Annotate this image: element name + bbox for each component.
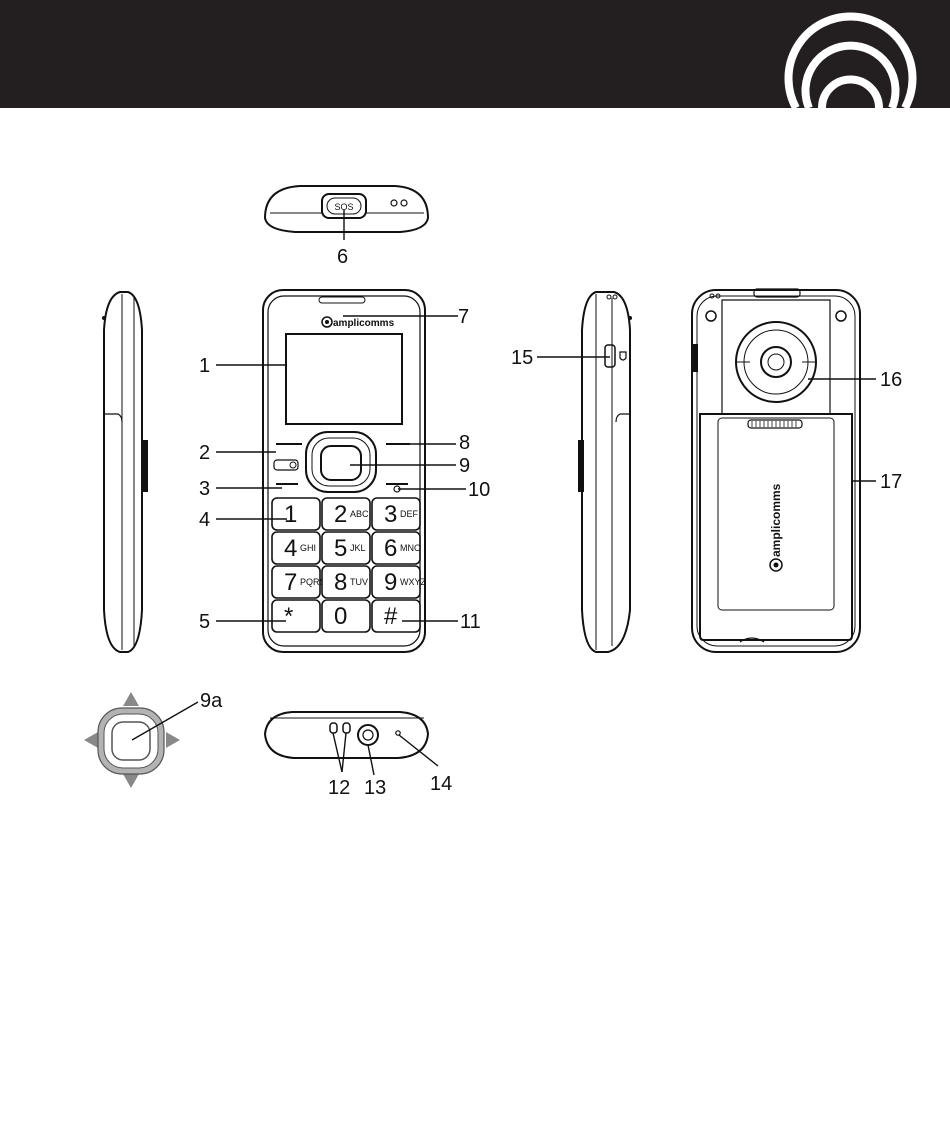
callout-12: 12 bbox=[328, 777, 350, 799]
callout-9a: 9a bbox=[200, 690, 223, 712]
navigation-ring bbox=[306, 432, 376, 492]
keypad-key-digit: 9 bbox=[384, 569, 397, 596]
callout-9: 9 bbox=[459, 455, 470, 477]
keypad-key-digit: 2 bbox=[334, 501, 347, 528]
display-screen bbox=[286, 334, 402, 424]
charging-socket bbox=[605, 345, 615, 367]
keypad-key-letters: MNO bbox=[400, 543, 421, 553]
ok-button bbox=[321, 446, 361, 480]
keypad-key-digit: 0 bbox=[334, 603, 347, 630]
keypad-key-digit: * bbox=[284, 603, 293, 630]
front-brand-text: amplicomms bbox=[333, 318, 395, 329]
keypad-key: 0 bbox=[322, 600, 370, 632]
callout-lines bbox=[132, 316, 876, 775]
lanyard-eyelet-right bbox=[343, 723, 350, 733]
callout-7: 7 bbox=[458, 306, 469, 328]
keypad-key-digit: 5 bbox=[334, 535, 347, 562]
callout-8: 8 bbox=[459, 432, 470, 454]
right-side-view bbox=[578, 292, 632, 652]
callout-17: 17 bbox=[880, 471, 902, 493]
keypad-key-digit: 4 bbox=[284, 535, 297, 562]
keypad-key-letters: WXYZ bbox=[400, 577, 427, 587]
logo-rings-icon bbox=[788, 16, 912, 108]
keypad-key-digit: 1 bbox=[284, 501, 297, 528]
keypad-key-digit: 6 bbox=[384, 535, 397, 562]
callout-13: 13 bbox=[364, 777, 386, 799]
callout-14: 14 bbox=[430, 773, 452, 795]
callout-10: 10 bbox=[468, 479, 490, 501]
callout-2: 2 bbox=[199, 442, 210, 464]
keypad-key-letters: DEF bbox=[400, 509, 419, 519]
keypad-key-digit: 7 bbox=[284, 569, 297, 596]
back-view: amplicomms bbox=[692, 289, 860, 652]
keypad-key-letters: JKL bbox=[350, 543, 366, 553]
callout-4: 4 bbox=[199, 509, 210, 531]
lanyard-eyelet-left bbox=[330, 723, 337, 733]
keypad-key-letters: TUV bbox=[350, 577, 368, 587]
keypad-key-digit: 3 bbox=[384, 501, 397, 528]
top-view: SOS bbox=[265, 186, 428, 240]
back-brand-logo: amplicomms bbox=[769, 483, 783, 571]
bottom-view bbox=[265, 712, 428, 758]
callout-16: 16 bbox=[880, 369, 902, 391]
keypad-key: # bbox=[372, 600, 420, 632]
front-brand-logo: amplicomms bbox=[322, 317, 395, 329]
callout-15: 15 bbox=[511, 347, 533, 369]
headset-socket bbox=[358, 725, 378, 745]
keypad-key-digit: # bbox=[384, 603, 398, 630]
callout-5: 5 bbox=[199, 611, 210, 633]
callout-3: 3 bbox=[199, 478, 210, 500]
keypad-key-letters: ABC bbox=[350, 509, 369, 519]
callout-1: 1 bbox=[199, 355, 210, 377]
keypad-key: * bbox=[272, 600, 320, 632]
callout-11: 11 bbox=[460, 611, 481, 633]
keypad-key-digit: 8 bbox=[334, 569, 347, 596]
keypad-key: 1 bbox=[272, 498, 320, 530]
callout-6: 6 bbox=[337, 246, 348, 268]
back-brand-text: amplicomms bbox=[769, 483, 783, 557]
left-side-view bbox=[102, 292, 148, 652]
keypad-key-letters: GHI bbox=[300, 543, 316, 553]
